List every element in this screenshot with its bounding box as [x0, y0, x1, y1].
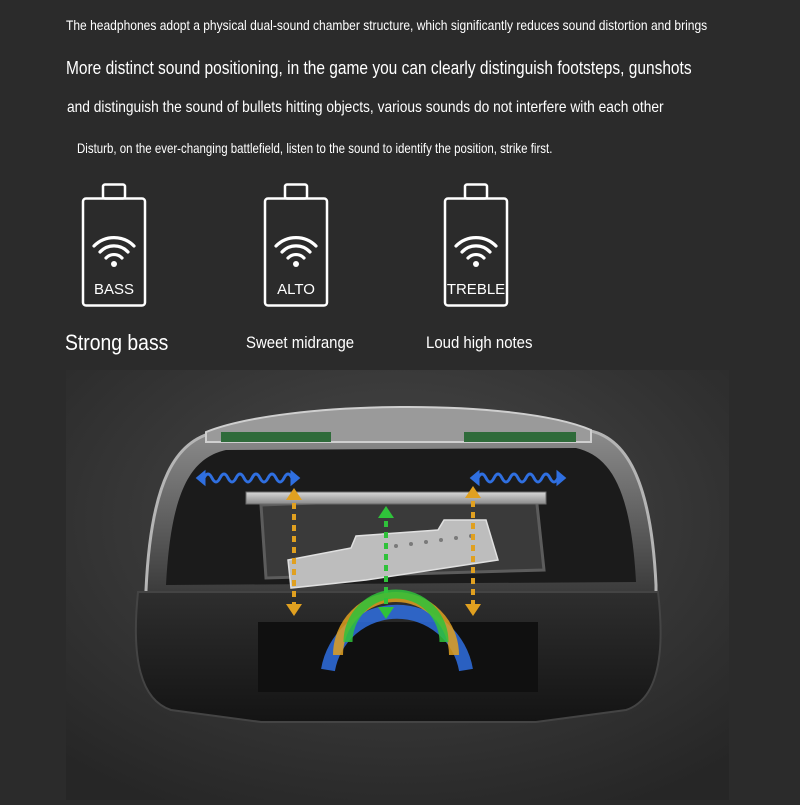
midrange-arrows: [286, 486, 481, 616]
intro-line-4: Disturb, on the ever-changing battlefiel…: [77, 140, 553, 156]
bass-battery-icon: BASS: [81, 183, 147, 307]
intro-line-1: The headphones adopt a physical dual-sou…: [66, 17, 708, 33]
treble-battery-icon: TREBLE: [443, 183, 509, 307]
treble-sound-arc: [343, 589, 449, 643]
bass-wave-left: [195, 469, 301, 487]
treble-caption: Loud high notes: [426, 333, 533, 352]
bass-caption: Strong bass: [65, 330, 169, 355]
treble-badge: TREBLE: [446, 281, 506, 298]
intro-line-3: and distinguish the sound of bullets hit…: [67, 99, 664, 116]
alto-caption: Sweet midrange: [246, 333, 355, 352]
driver-plate: [287, 519, 499, 589]
alto-battery-icon: ALTO: [263, 183, 329, 307]
earbud-cross-section-illustration: [66, 370, 729, 800]
bass-wave-right: [469, 469, 567, 487]
alto-badge: ALTO: [277, 281, 315, 298]
bass-badge: BASS: [93, 281, 135, 298]
intro-line-2: More distinct sound positioning, in the …: [66, 58, 692, 78]
treble-arrow: [378, 506, 394, 619]
